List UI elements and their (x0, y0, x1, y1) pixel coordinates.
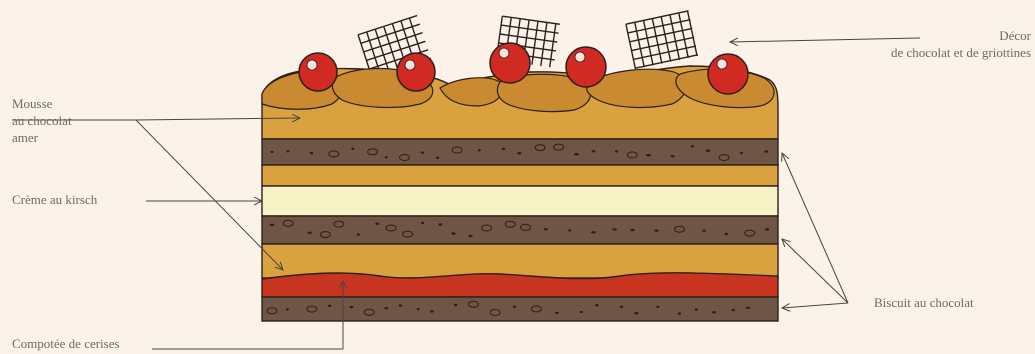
speckle (764, 150, 768, 152)
speckle (765, 228, 769, 230)
speckle (555, 312, 559, 314)
speckle (724, 233, 728, 235)
speckle (513, 306, 516, 308)
speckle (270, 151, 273, 153)
speckle (421, 151, 424, 153)
speckle (286, 308, 289, 310)
label-creme: Crème au kirsch (12, 191, 97, 208)
speckle (646, 154, 651, 156)
speckle (417, 308, 420, 310)
speckle (286, 150, 289, 152)
chocolate-lattice (626, 11, 698, 69)
label-biscuit: Biscuit au chocolat (874, 294, 974, 311)
biscuit-layer-middle (262, 216, 778, 244)
label-mousse-line3: amer (12, 129, 72, 146)
label-decor-line1: Décor (891, 27, 1031, 44)
speckle (454, 304, 457, 306)
cherry (566, 47, 606, 87)
speckle (691, 145, 695, 147)
speckle (746, 307, 750, 309)
speckle (574, 153, 579, 155)
speckle (328, 305, 331, 307)
label-decor-line2: de chocolat et de griottines (891, 44, 1031, 61)
speckle (580, 311, 583, 313)
speckle (740, 152, 743, 154)
speckle (375, 223, 379, 225)
cherry (299, 53, 337, 91)
creme-kirsch-layer (262, 186, 778, 216)
speckle (695, 308, 698, 310)
speckle (595, 304, 599, 306)
label-mousse-line2: au chocolat (12, 112, 72, 129)
speckle (357, 233, 360, 235)
speckle (620, 306, 623, 308)
speckle (678, 312, 681, 314)
speckle (270, 224, 275, 226)
speckle (310, 152, 313, 154)
speckle (351, 148, 354, 150)
speckle (671, 155, 675, 157)
speckle (654, 229, 658, 231)
speckle (732, 309, 735, 311)
leader-biscuit-a (782, 153, 848, 303)
speckle (706, 150, 710, 152)
label-decor: Décor de chocolat et de griottines (891, 27, 1031, 61)
label-mousse-line1: Mousse (12, 95, 72, 112)
speckle (478, 149, 481, 151)
cherry (708, 54, 748, 94)
cherry (490, 43, 530, 83)
speckle (421, 222, 424, 224)
speckle (439, 223, 443, 225)
leader-biscuit-c (782, 303, 848, 308)
speckle (350, 306, 354, 308)
speckle (502, 148, 506, 150)
speckle (702, 230, 706, 232)
speckle (451, 232, 455, 234)
speckle (615, 150, 618, 152)
speckle (468, 235, 472, 237)
speckle (436, 157, 439, 159)
biscuit-layer-bottom (262, 297, 778, 321)
speckle (517, 152, 521, 154)
mousse-band-middle (262, 165, 778, 186)
speckle (384, 307, 388, 309)
speckle (385, 156, 388, 158)
leader-mousse-c (136, 120, 283, 270)
speckle (592, 150, 596, 152)
speckle (612, 228, 617, 230)
biscuit-layer-top (262, 139, 778, 165)
speckle (568, 229, 571, 231)
label-compotee: Compotée de cerises (12, 335, 120, 352)
speckle (634, 312, 638, 314)
speckle (712, 311, 716, 313)
speckle (307, 232, 312, 234)
speckle (399, 304, 402, 306)
speckle (430, 310, 434, 312)
leader-biscuit-b (782, 239, 848, 303)
cherry (397, 53, 435, 91)
cherry-compote-layer (262, 273, 778, 297)
speckle (630, 229, 634, 231)
label-mousse: Mousse au chocolat amer (12, 95, 72, 146)
speckle (656, 306, 659, 308)
speckle (591, 231, 596, 233)
speckle (544, 228, 548, 230)
